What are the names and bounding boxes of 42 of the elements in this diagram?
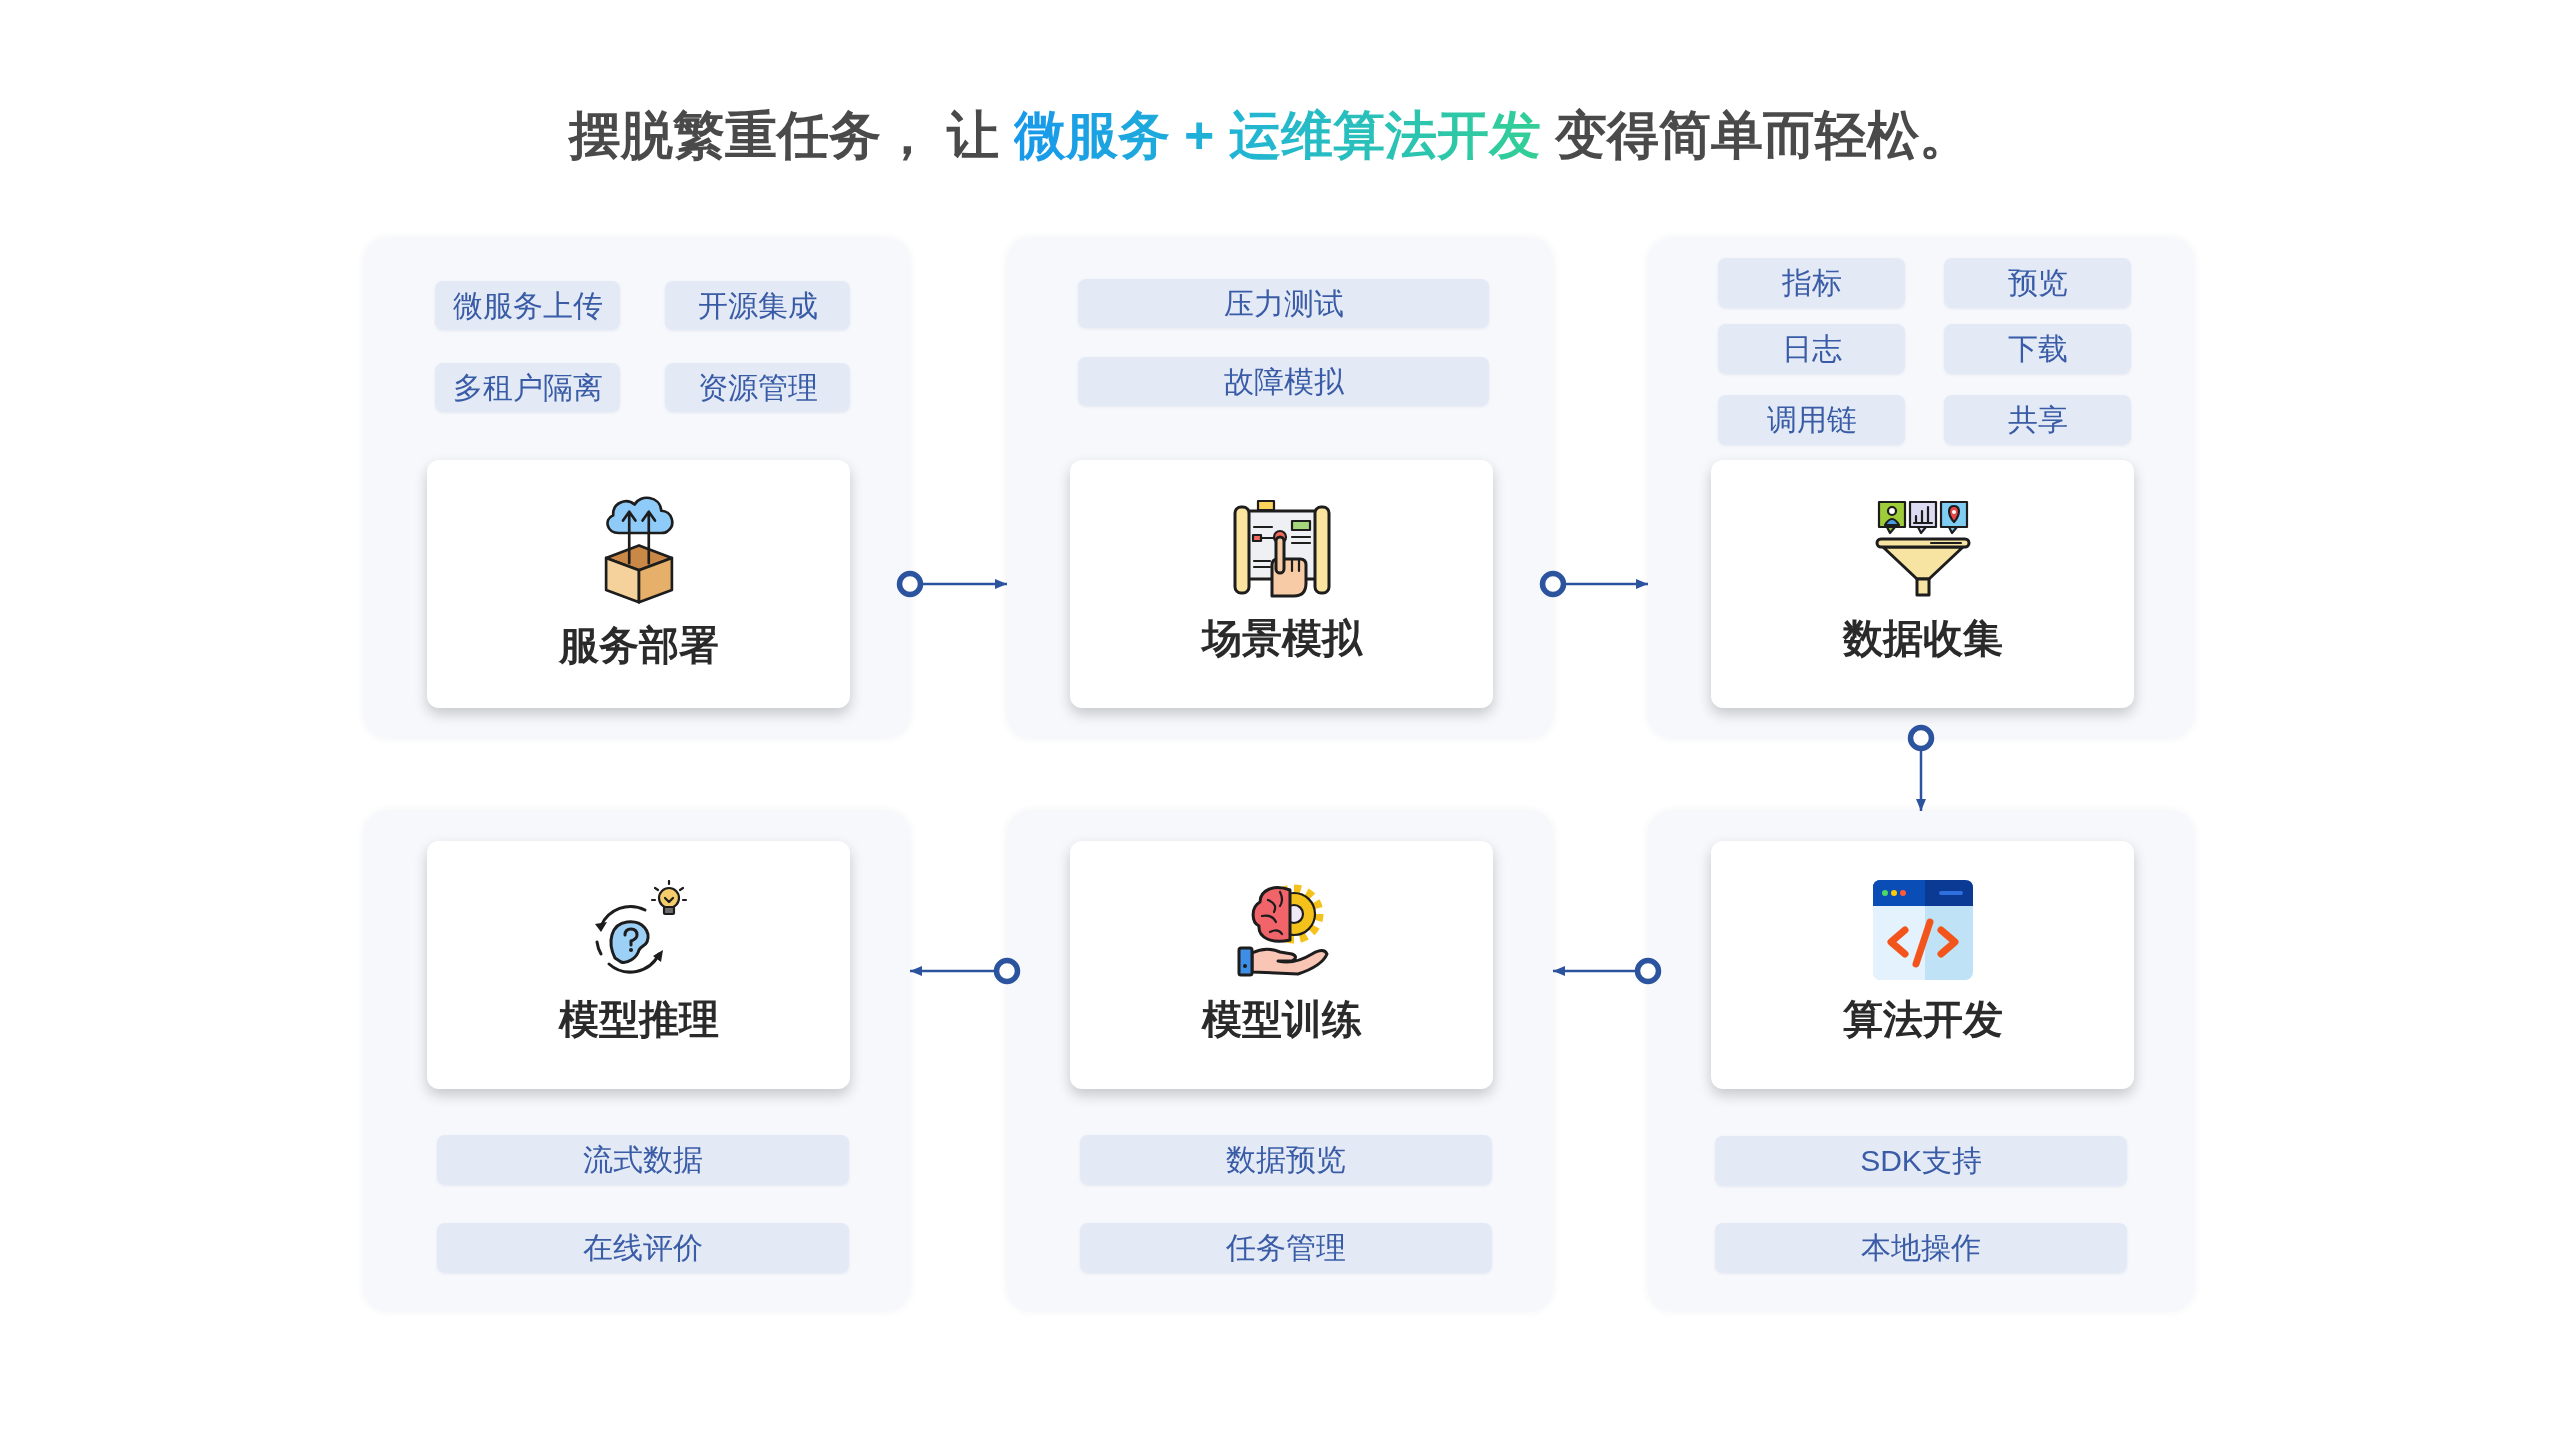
- title: 摆脱繁重任务， 让 微服务 + 运维算法开发 变得简单而轻松。: [568, 105, 1972, 166]
- feature-tag: 开源集成: [665, 281, 850, 330]
- stage-name: 模型训练: [1201, 996, 1362, 1043]
- stage-name: 场景模拟: [1201, 615, 1362, 662]
- connector-arrow: [896, 570, 1007, 598]
- stage-name: 服务部署: [558, 622, 719, 669]
- stage-card: [1070, 460, 1493, 708]
- stage-panel: [1007, 811, 1553, 1311]
- feature-tag: 下载: [1944, 324, 2131, 374]
- feature-tag: 故障模拟: [1078, 357, 1489, 406]
- feature-tag: 压力测试: [1078, 279, 1489, 328]
- stage-panel: [1648, 238, 2194, 738]
- feature-tag: 微服务上传: [435, 281, 620, 330]
- feature-tag: 指标: [1718, 258, 1905, 308]
- stage-card: [1070, 841, 1493, 1089]
- stage-panel: [1007, 238, 1553, 738]
- feature-tag: 本地操作: [1715, 1223, 2127, 1273]
- connector-arrow: [1553, 957, 1662, 985]
- stage-card: [427, 841, 850, 1089]
- feature-tag: 预览: [1944, 258, 2131, 308]
- feature-tag: 任务管理: [1080, 1223, 1492, 1273]
- stage-panel: [1648, 811, 2194, 1311]
- feature-tag: 资源管理: [665, 363, 850, 412]
- stage-panel: [364, 811, 910, 1311]
- stage-card: [427, 460, 850, 708]
- stage-card: [1711, 460, 2134, 708]
- connector-arrow: [1539, 570, 1648, 598]
- stage-name: 数据收集: [1842, 615, 2003, 662]
- feature-tag: 调用链: [1718, 395, 1905, 445]
- feature-tag: 在线评价: [437, 1223, 849, 1273]
- stage-card: [1711, 841, 2134, 1089]
- feature-tag: 共享: [1944, 395, 2131, 445]
- feature-tag: 数据预览: [1080, 1135, 1492, 1185]
- feature-tag: 日志: [1718, 324, 1905, 374]
- stage-name: 算法开发: [1842, 996, 2003, 1043]
- connector-arrow: [910, 957, 1021, 985]
- feature-tag: 流式数据: [437, 1135, 849, 1185]
- feature-tag: SDK支持: [1715, 1136, 2127, 1186]
- feature-tag: 多租户隔离: [435, 363, 620, 412]
- stage-name: 模型推理: [558, 996, 719, 1043]
- connector-arrow: [1907, 724, 1935, 811]
- stage-panel: [364, 238, 910, 738]
